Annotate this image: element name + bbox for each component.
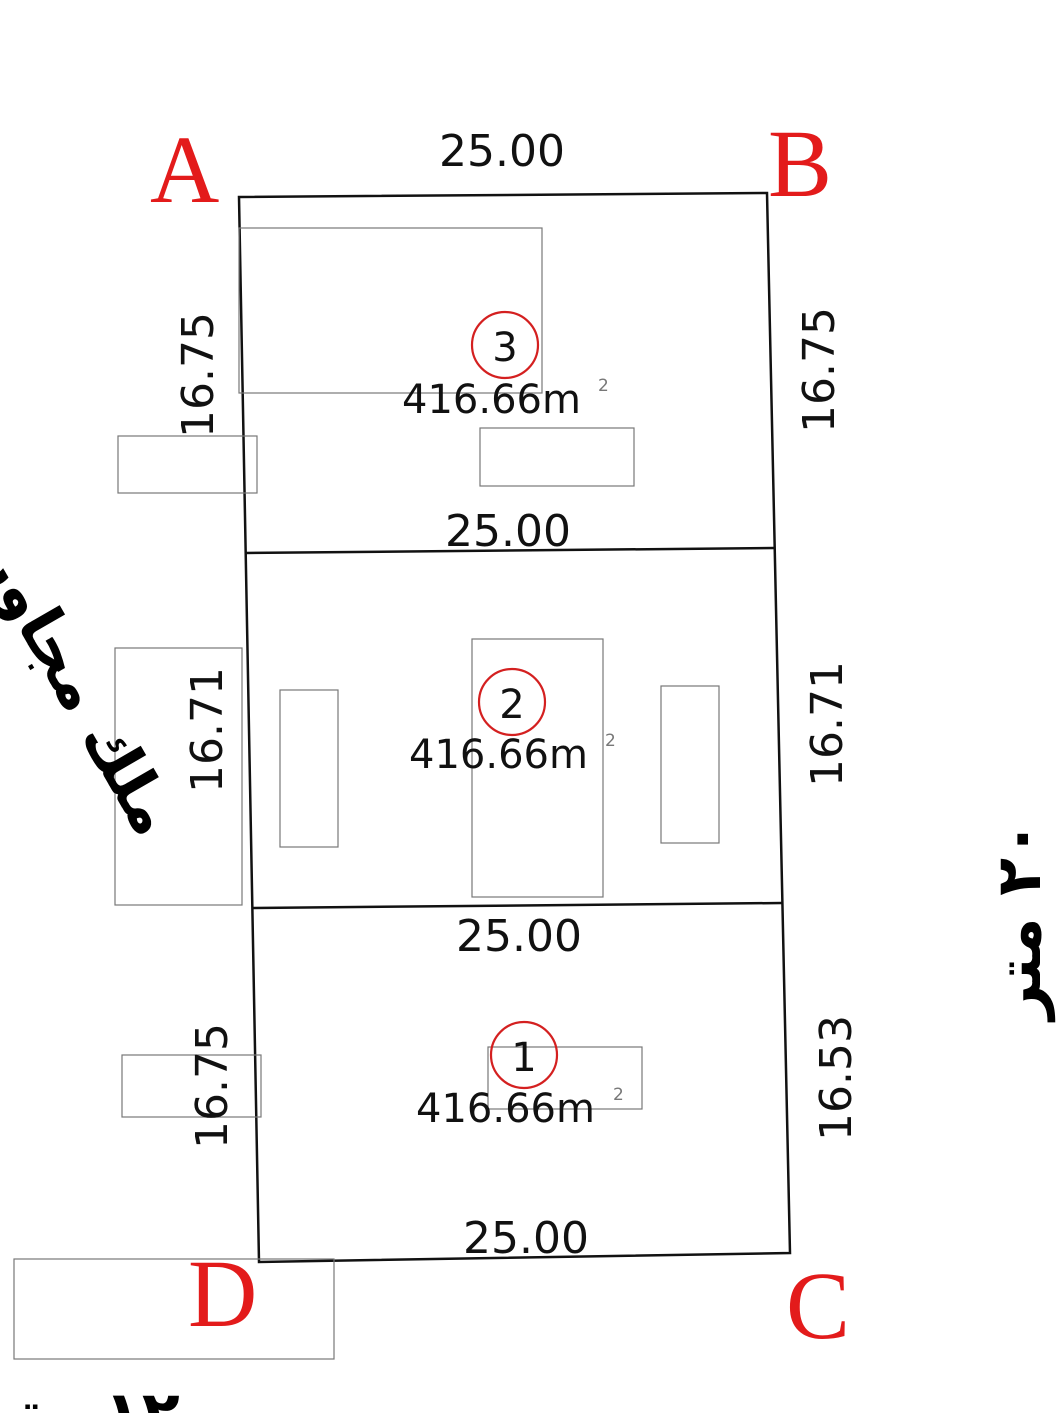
plot-3: 3 416.66m 2	[402, 310, 609, 423]
plot-1: 1 416.66m 2	[416, 1020, 624, 1132]
corner-b: B	[768, 110, 832, 217]
ref-box	[279, 689, 339, 848]
dim-left-plot2: 16.71	[182, 667, 233, 793]
plot-number-circle	[489, 1020, 559, 1090]
plot-area-unit: 2	[613, 1085, 624, 1105]
corner-a: A	[150, 116, 219, 223]
ref-box	[238, 227, 543, 394]
plot-area: 416.66m	[402, 377, 581, 423]
handwritten-bottom-note: ١٢ متر	[0, 1377, 180, 1413]
ref-box	[487, 1046, 643, 1110]
divider-lower	[251, 901, 783, 910]
ref-box	[479, 427, 635, 487]
handwritten-street-width-note: ٢٠ متر	[982, 820, 1055, 1023]
dim-top: 25.00	[439, 126, 565, 177]
divider-upper	[244, 546, 775, 555]
plot-area: 416.66m	[416, 1086, 595, 1132]
plot-area-unit: 2	[605, 731, 616, 751]
ref-box	[117, 435, 258, 494]
ref-box	[114, 647, 243, 906]
dim-right-plot2: 16.71	[802, 661, 853, 787]
plot-2: 2 416.66m 2	[409, 667, 616, 778]
ref-box	[471, 638, 604, 898]
dim-left-plot1: 16.75	[187, 1023, 238, 1149]
plot-area: 416.66m	[409, 732, 588, 778]
dim-divider-lower: 25.00	[456, 911, 582, 962]
reference-boxes	[13, 227, 720, 1360]
handwritten-neighbor-note: ملك مجاور	[0, 528, 191, 847]
dim-bottom: 25.00	[463, 1213, 589, 1264]
plot-number: 1	[511, 1035, 536, 1081]
plot-number-circle	[470, 310, 540, 380]
corner-c: C	[786, 1252, 850, 1359]
plot-number-circle	[477, 667, 547, 737]
ref-box	[13, 1258, 335, 1360]
plot-number: 3	[492, 325, 517, 371]
ref-box	[660, 685, 720, 844]
corner-d: D	[188, 1240, 257, 1347]
plot-number: 2	[499, 682, 524, 728]
dim-right-plot1: 16.53	[811, 1015, 862, 1141]
ref-box	[121, 1054, 262, 1118]
plot-area-unit: 2	[598, 376, 609, 396]
dim-left-plot3: 16.75	[173, 312, 224, 438]
dim-divider-upper: 25.00	[445, 506, 571, 557]
dim-right-plot3: 16.75	[794, 307, 845, 433]
